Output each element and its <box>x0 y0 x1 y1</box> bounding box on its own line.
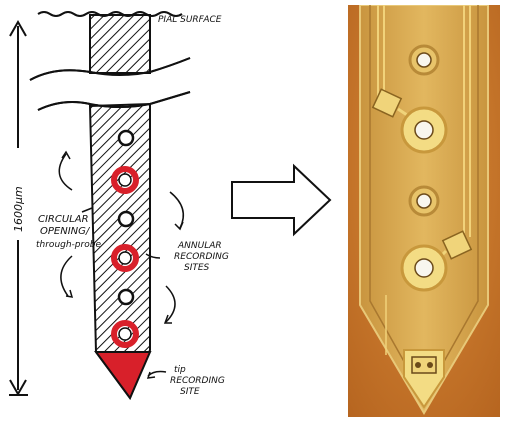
probe-sketch: PIAL SURFACE 1600μm <box>0 0 230 425</box>
tip-recording-site <box>96 352 150 398</box>
annular-sites-label-1: ANNULAR <box>177 241 222 251</box>
tip-site-label-2: RECORDING <box>170 376 225 386</box>
probe-micrograph <box>348 5 500 417</box>
circular-opening <box>119 212 133 226</box>
tip-site-label-3: SITE <box>180 387 200 397</box>
circular-opening <box>119 131 133 145</box>
circular-opening-label-2: OPENING/ <box>40 226 91 237</box>
pial-surface-label: PIAL SURFACE <box>158 15 222 25</box>
annular-sites-label-3: SITES <box>184 263 210 273</box>
upper-shank <box>90 15 150 73</box>
transition-arrow <box>228 160 338 240</box>
length-label: 1600μm <box>12 186 25 232</box>
circular-opening-label-1: CIRCULAR <box>38 214 89 225</box>
annular-sites-label-2: RECORDING <box>174 252 229 262</box>
tip-site-label-1: tip <box>174 365 186 375</box>
circular-opening <box>119 290 133 304</box>
circular-opening-label-3: through-probe <box>36 240 101 250</box>
